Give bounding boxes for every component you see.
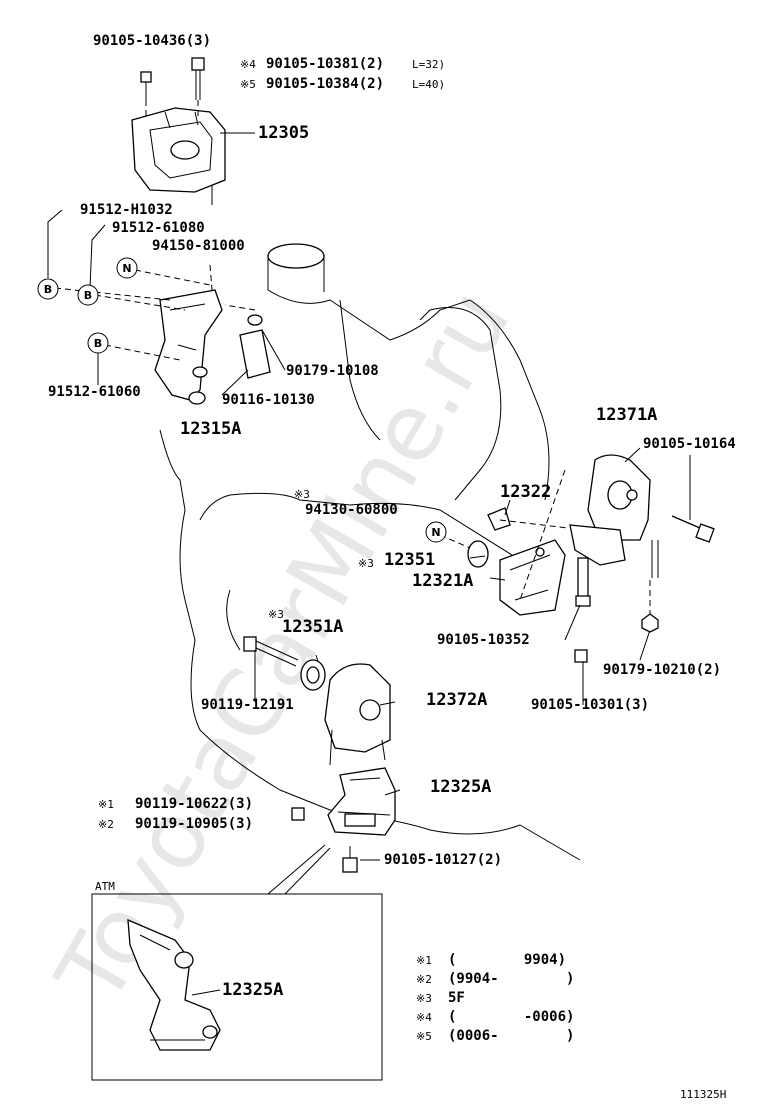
label-12371a: 12371A — [596, 405, 657, 425]
note-mark-3c: ※3 — [268, 608, 284, 621]
note-mark-3a: ※3 — [294, 488, 310, 501]
note-mark-4: ※4 — [240, 58, 256, 71]
legend-text-3: 5F — [448, 990, 465, 1006]
label-90179-10108: 90179-10108 — [286, 363, 379, 379]
legend-text-2: (9904- ) — [448, 971, 574, 987]
svg-text:B: B — [44, 283, 52, 296]
dashed-leaders — [54, 100, 651, 615]
label-90119-12191: 90119-12191 — [201, 697, 294, 713]
bracket-12325a — [291, 767, 396, 873]
label-90179-10210: 90179-10210(2) — [603, 662, 721, 678]
svg-text:B: B — [94, 337, 102, 350]
diagram-id: 111325H — [680, 1088, 726, 1101]
label-91512-61080: 91512-61080 — [112, 220, 205, 236]
label-91512-h1032: 91512-H1032 — [80, 202, 173, 218]
mount-12305 — [131, 107, 226, 193]
svg-text:N: N — [431, 526, 440, 539]
label-90105-10301: 90105-10301(3) — [531, 697, 649, 713]
label-12351a: 12351A — [282, 617, 343, 637]
circle-mark-b3: B — [87, 332, 109, 354]
label-12325a: 12325A — [430, 777, 491, 797]
legend-mark-1: ※1 — [416, 954, 432, 967]
circle-mark-b1: B — [37, 278, 59, 300]
label-90105-10127: 90105-10127(2) — [384, 852, 502, 868]
label-90105-10436: 90105-10436(3) — [93, 33, 211, 49]
legend-mark-2: ※2 — [416, 973, 432, 986]
label-90105-10381: 90105-10381(2) — [266, 56, 384, 72]
footnote-legend: ※1 ( 9904) ※2 (9904- ) ※3 5F ※4 ( -0006)… — [416, 952, 574, 1044]
label-90105-10352: 90105-10352 — [437, 632, 530, 648]
label-12351: 12351 — [384, 550, 435, 570]
bolt-90105-10381 — [191, 57, 205, 100]
bracket-12321a — [467, 507, 591, 616]
legend-mark-4: ※4 — [416, 1011, 432, 1024]
legend-mark-5: ※5 — [416, 1030, 432, 1043]
bracket-12315a — [154, 289, 271, 405]
label-90119-10905: 90119-10905(3) — [135, 816, 253, 832]
circle-mark-b2: B — [77, 284, 99, 306]
label-94150-81000: 94150-81000 — [152, 238, 245, 254]
atm-inset — [91, 844, 383, 1081]
legend-text-4: ( -0006) — [448, 1009, 574, 1025]
circle-mark-n1: N — [116, 257, 138, 279]
svg-text:B: B — [84, 289, 92, 302]
mount-12371a — [569, 454, 715, 578]
inset-title-atm: ATM — [95, 880, 115, 893]
bolt-90105-10301 — [574, 649, 588, 663]
label-12315a: 12315A — [180, 419, 241, 439]
label-90105-10164: 90105-10164 — [643, 436, 736, 452]
note-mark-2: ※2 — [98, 818, 114, 831]
label-l40: L=40) — [412, 78, 445, 91]
label-94130-60800: 94130-60800 — [305, 502, 398, 518]
label-90116-10130: 90116-10130 — [222, 392, 315, 408]
note-mark-5: ※5 — [240, 78, 256, 91]
svg-text:N: N — [122, 262, 131, 275]
note-mark-1: ※1 — [98, 798, 114, 811]
label-l32: L=32) — [412, 58, 445, 71]
legend-text-1: ( 9904) — [448, 952, 566, 968]
engine-outline — [159, 243, 581, 861]
circle-mark-n2: N — [425, 521, 447, 543]
label-12325a-atm: 12325A — [222, 980, 283, 1000]
label-12305: 12305 — [258, 123, 309, 143]
label-12321a: 12321A — [412, 571, 473, 591]
mount-12372a — [243, 636, 391, 766]
note-mark-3b: ※3 — [358, 557, 374, 570]
leader-lines — [47, 132, 691, 996]
label-12372a: 12372A — [426, 690, 487, 710]
bolt-90105-10436 — [140, 71, 152, 100]
label-91512-61060: 91512-61060 — [48, 384, 141, 400]
legend-mark-3: ※3 — [416, 992, 432, 1005]
legend-text-5: (0006- ) — [448, 1028, 574, 1044]
label-90119-10622: 90119-10622(3) — [135, 796, 253, 812]
nut-90179-10210 — [641, 613, 659, 633]
label-90105-10384: 90105-10384(2) — [266, 76, 384, 92]
label-12322: 12322 — [500, 482, 551, 502]
